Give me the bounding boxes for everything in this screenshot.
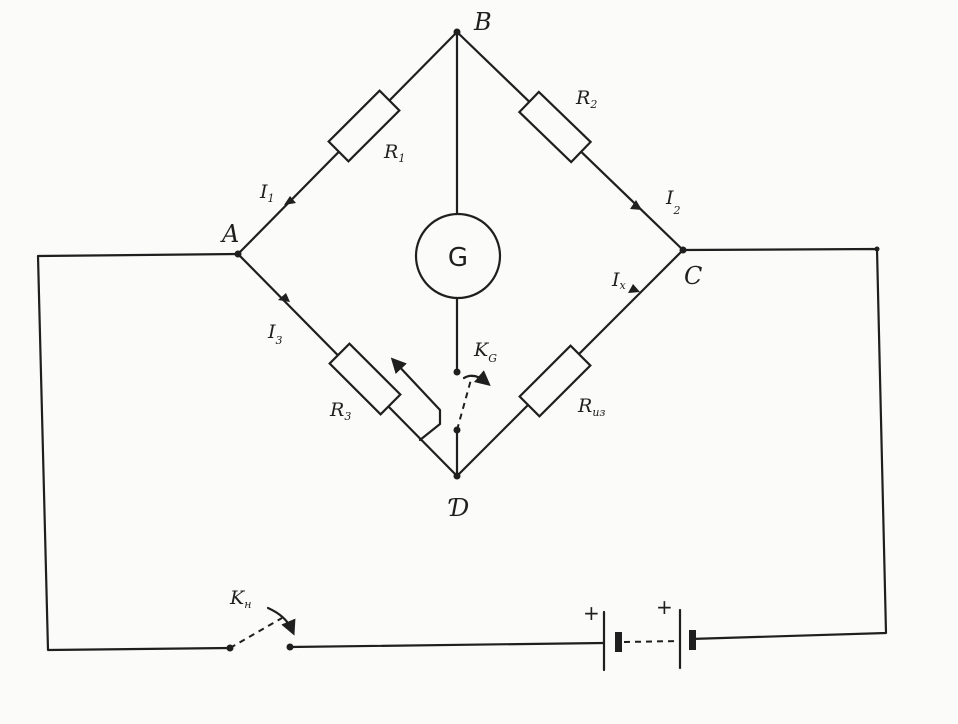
current-arrows xyxy=(278,196,642,302)
node-a-label: A xyxy=(220,220,239,248)
galvanometer: G xyxy=(414,212,502,300)
battery-plus-sign-1: + xyxy=(583,601,600,625)
switch-kn-arrow xyxy=(266,606,296,636)
node-a-dot xyxy=(234,250,242,258)
switch-kn-label: Kн xyxy=(229,587,251,611)
resistor-r3-label: R3 xyxy=(329,399,351,423)
switch-kn-contact-right xyxy=(286,643,294,651)
rheostat-slider xyxy=(390,357,442,442)
node-c-dot xyxy=(679,246,687,254)
resistor-r1 xyxy=(327,89,401,163)
node-d-dot xyxy=(453,472,461,480)
wire-c-right xyxy=(681,247,888,641)
corner-dot-right xyxy=(874,246,880,252)
current-i3-label: I3 xyxy=(267,321,283,347)
switch-kg-label: KG xyxy=(473,339,497,365)
node-b-dot xyxy=(453,28,461,36)
current-i2-arrow xyxy=(630,200,642,210)
current-ix-arrow xyxy=(628,284,640,293)
battery-plus-sign-2: + xyxy=(656,595,673,619)
current-ix-label: Ix xyxy=(611,269,627,292)
resistor-r1-label: R1 xyxy=(383,141,405,165)
battery-cell1-short-plate xyxy=(615,632,622,652)
resistor-r2 xyxy=(517,90,593,164)
resistor-r3 xyxy=(328,342,402,416)
supply-loop xyxy=(36,247,888,652)
resistor-rx-label: Rиз xyxy=(577,395,605,419)
switch-kg-blade xyxy=(456,375,473,431)
current-i1-label: I1 xyxy=(259,181,275,205)
switch-kg-arrow xyxy=(462,370,491,386)
galvanometer-circle xyxy=(414,212,502,300)
current-i3-arrow xyxy=(278,293,290,302)
battery: + + xyxy=(583,595,696,672)
wire-a-left xyxy=(36,252,240,652)
switch-kg xyxy=(453,368,491,434)
wire-kn-battery xyxy=(288,641,606,649)
switch-kg-contact-top xyxy=(453,368,461,376)
node-d-label: Ɗ xyxy=(448,494,469,522)
battery-link xyxy=(623,640,681,643)
galvanometer-label: G xyxy=(448,243,468,273)
resistor-rx xyxy=(518,344,592,418)
switch-kn-blade xyxy=(229,617,283,649)
current-i1-arrow xyxy=(284,196,296,205)
node-c-label: C xyxy=(684,262,702,290)
battery-cell2-short-plate xyxy=(689,630,696,650)
node-b-label: B xyxy=(473,8,492,36)
switch-kn xyxy=(226,606,296,652)
current-i2-label: I2 xyxy=(665,187,681,217)
resistor-r2-label: R2 xyxy=(575,87,597,111)
